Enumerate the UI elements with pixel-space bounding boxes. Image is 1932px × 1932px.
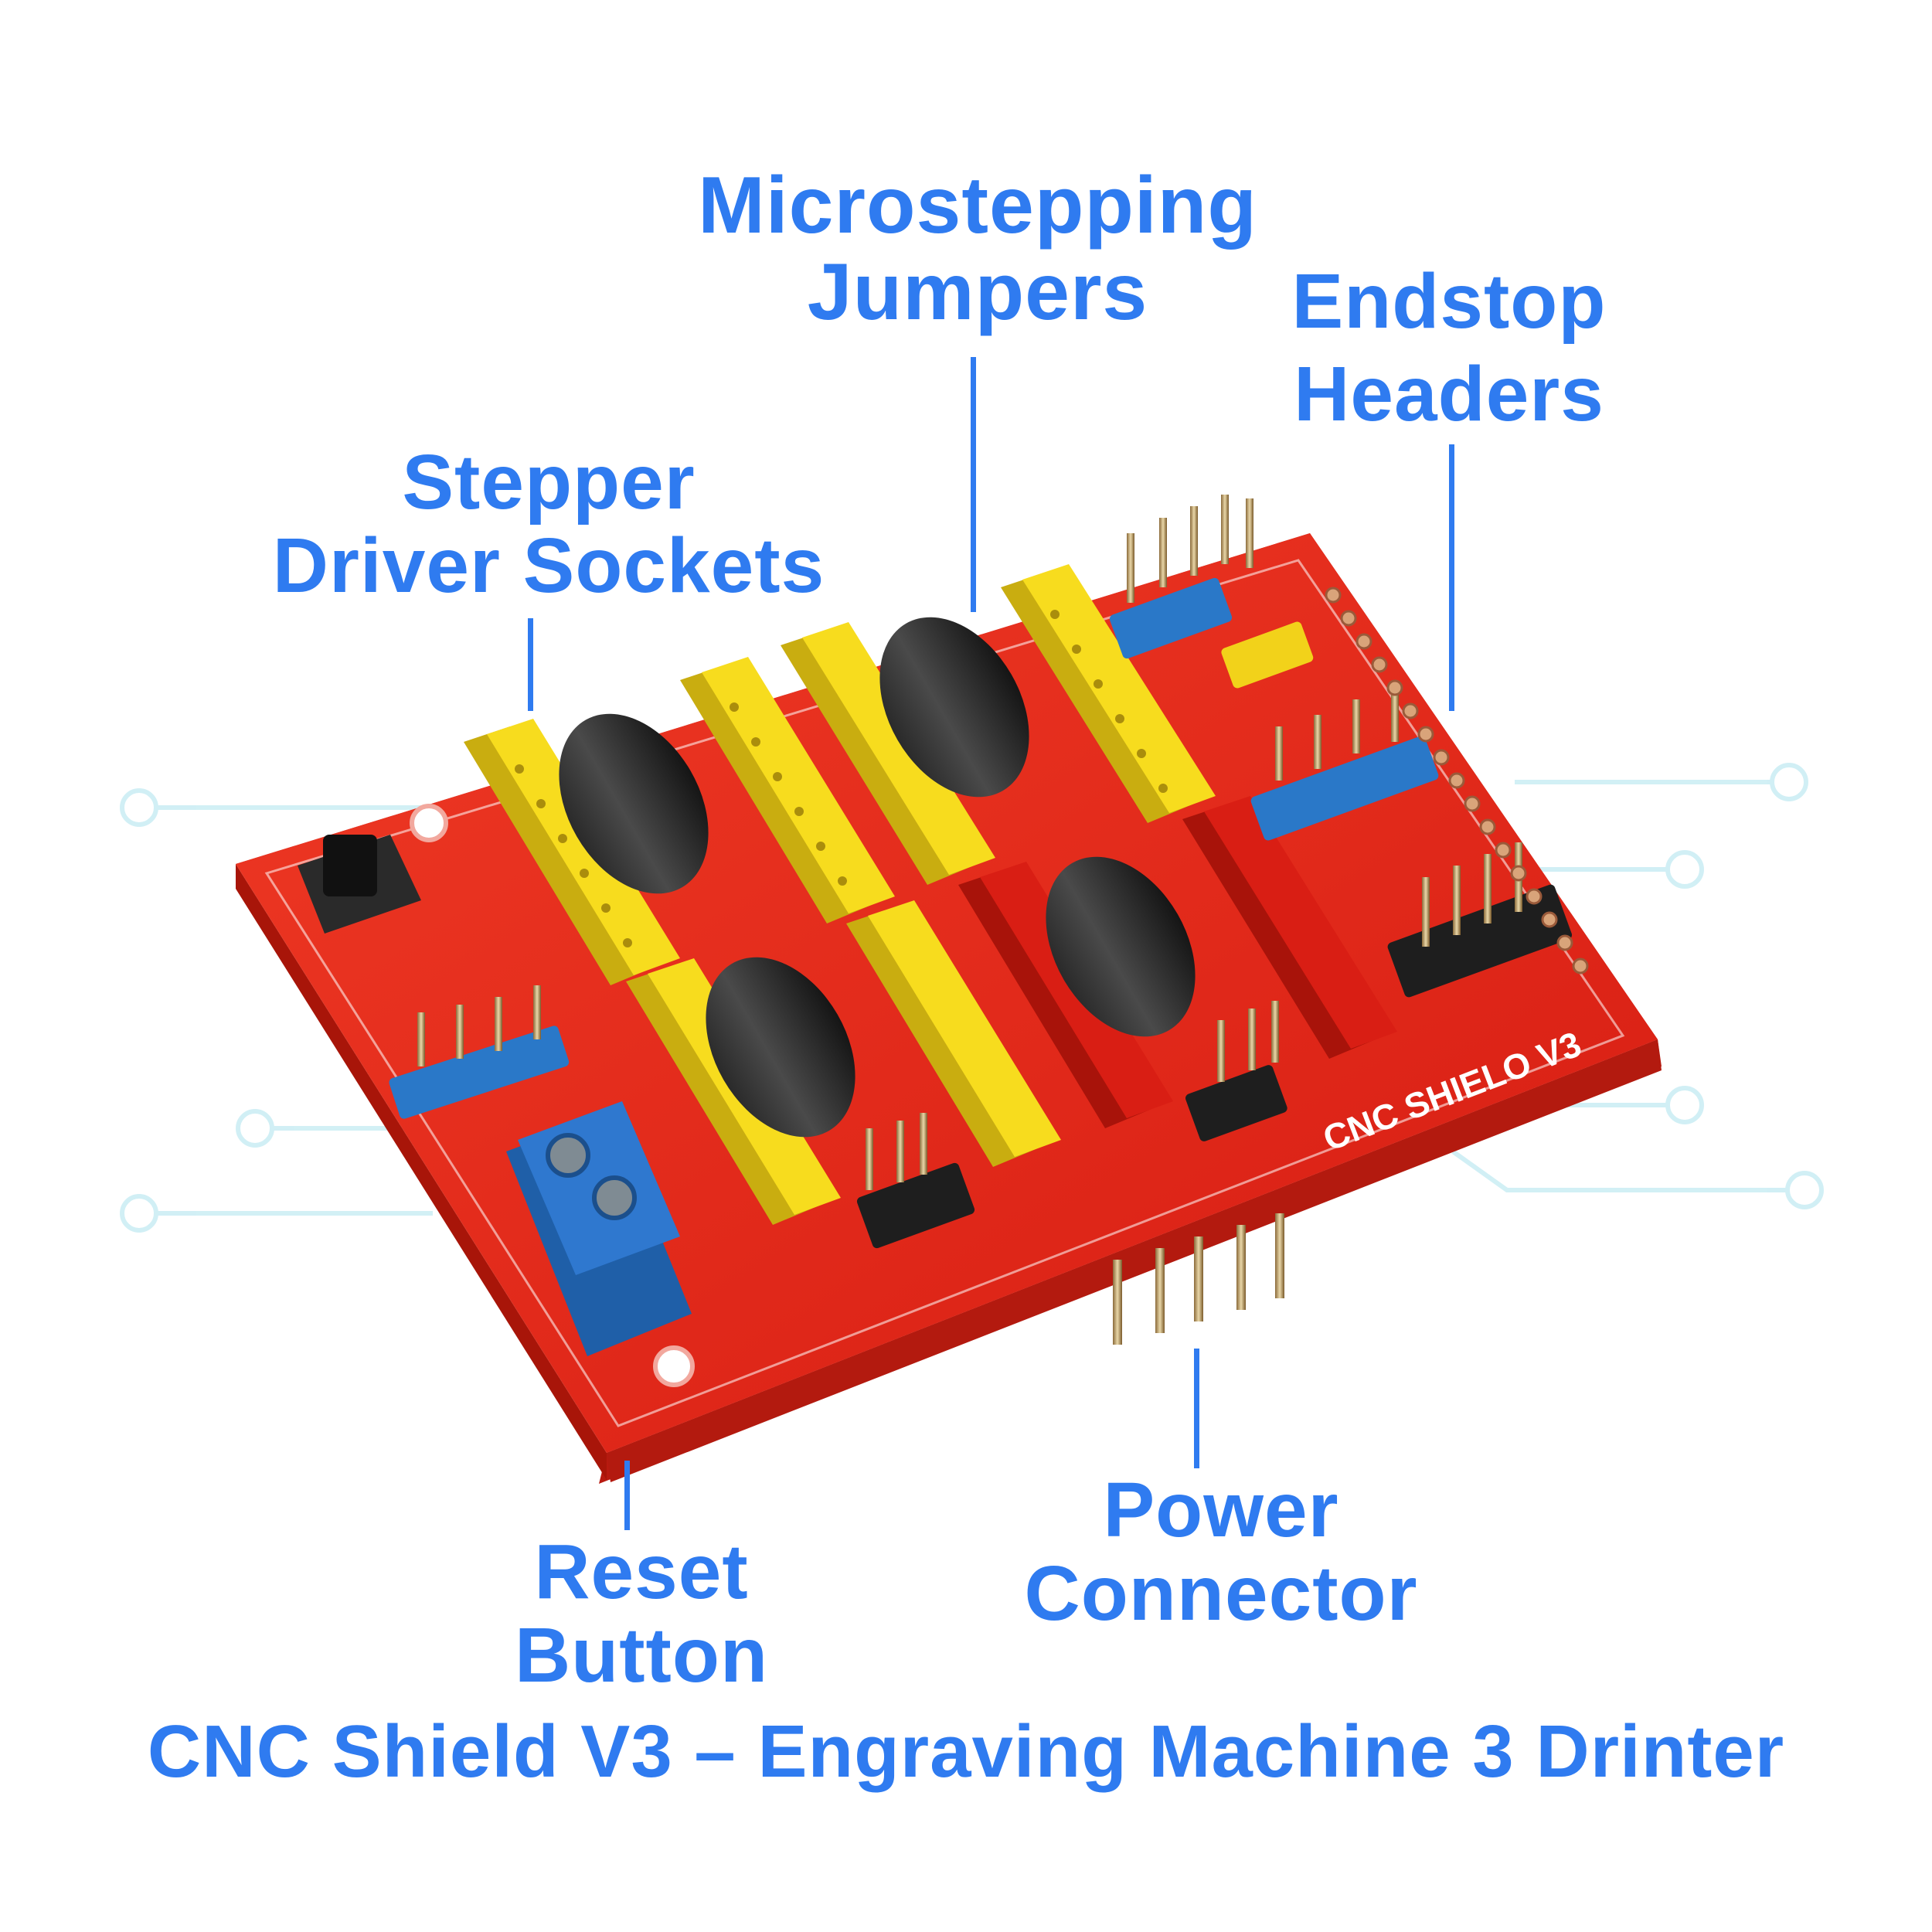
label-microstepping-jumpers: Microstepping Jumpers bbox=[698, 161, 1257, 338]
caption: CNC Shield V3 – Engraving Machine 3 Drin… bbox=[147, 1710, 1785, 1793]
leader-microstepping-jumpers bbox=[971, 357, 976, 612]
leader-power-connector bbox=[1194, 1349, 1199, 1468]
microstepping-jumper-blocks bbox=[389, 577, 1573, 1249]
yellow-socket bbox=[846, 900, 1061, 1167]
mounting-hole bbox=[410, 804, 448, 842]
leader-stepper-driver-sockets bbox=[528, 618, 533, 711]
label-power-connector: Power Connector bbox=[1024, 1467, 1418, 1637]
red-socket bbox=[1182, 796, 1397, 1059]
mounting-hole bbox=[653, 1345, 695, 1387]
leader-reset-button bbox=[624, 1461, 630, 1530]
capacitor bbox=[879, 617, 1029, 798]
edge-pin-row bbox=[1325, 587, 1589, 975]
yellow-socket bbox=[781, 622, 995, 885]
leader-endstop-headers bbox=[1449, 444, 1454, 711]
capacitor bbox=[1046, 856, 1196, 1037]
label-stepper-driver-sockets: Stepper Driver Sockets bbox=[272, 439, 825, 609]
capacitor bbox=[706, 957, 855, 1138]
electrolytic-capacitors bbox=[559, 617, 1196, 1138]
power-terminal-block bbox=[506, 1101, 692, 1356]
label-endstop-headers: Endstop Headers bbox=[1291, 258, 1607, 437]
label-reset-button: Reset Button bbox=[514, 1529, 769, 1699]
yellow-socket bbox=[680, 657, 895, 923]
yellow-socket bbox=[1001, 564, 1216, 823]
capacitor bbox=[559, 713, 709, 894]
reset-button-component bbox=[298, 835, 421, 934]
